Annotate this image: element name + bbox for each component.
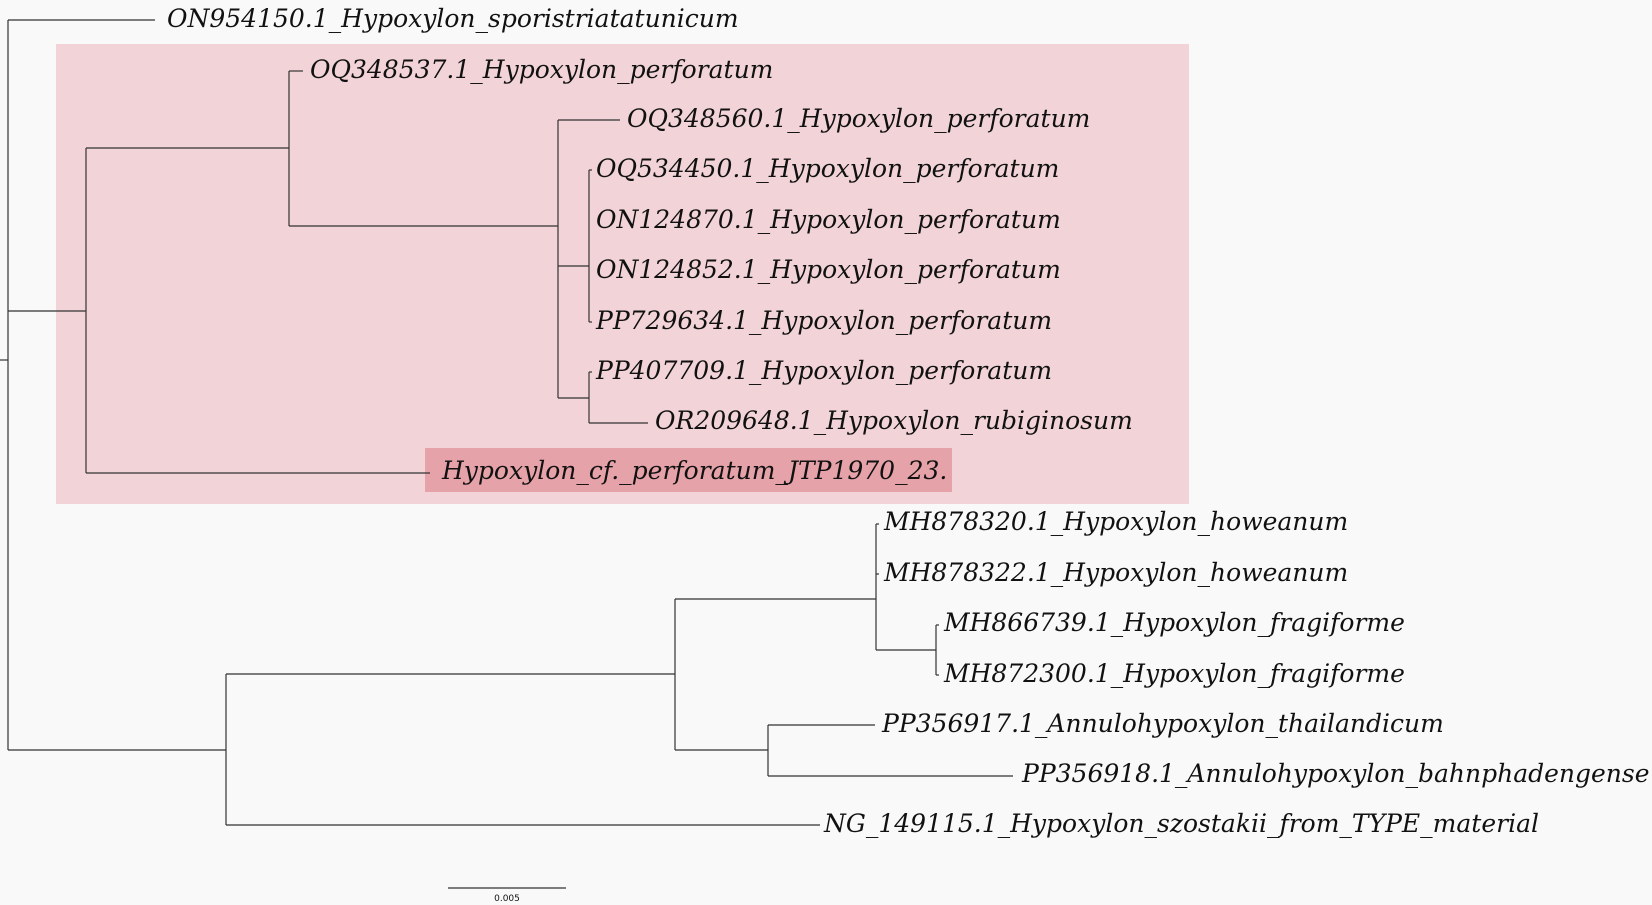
highlight-leaf-background — [425, 448, 952, 492]
scale-bar: 0.005 — [448, 887, 566, 904]
leaf-label: MH872300.1_Hypoxylon_fragiforme — [943, 659, 1405, 688]
leaf-label: OR209648.1_Hypoxylon_rubiginosum — [655, 406, 1133, 435]
leaf-label: NG_149115.1_Hypoxylon_szostakii_from_TYP… — [823, 809, 1539, 838]
leaf-label-highlighted: Hypoxylon_cf._perforatum_JTP1970_23. — [441, 456, 947, 485]
leaf-label: PP356918.1_Annulohypoxylon_bahnphadengen… — [1021, 759, 1650, 788]
leaf-label: PP407709.1_Hypoxylon_perforatum — [595, 356, 1052, 385]
leaf-labels: ON954150.1_Hypoxylon_sporistriatatunicum… — [167, 4, 1650, 838]
leaf-label: MH866739.1_Hypoxylon_fragiforme — [943, 608, 1405, 637]
leaf-label: ON124870.1_Hypoxylon_perforatum — [596, 205, 1061, 234]
leaf-label: MH878320.1_Hypoxylon_howeanum — [883, 507, 1348, 536]
highlight-clade-background — [56, 44, 1189, 504]
leaf-label: PP356917.1_Annulohypoxylon_thailandicum — [881, 709, 1444, 738]
leaf-label: ON124852.1_Hypoxylon_perforatum — [596, 255, 1061, 284]
leaf-label: MH878322.1_Hypoxylon_howeanum — [883, 558, 1348, 587]
tree-branches — [0, 19, 1013, 826]
leaf-label: PP729634.1_Hypoxylon_perforatum — [595, 306, 1052, 335]
leaf-label: ON954150.1_Hypoxylon_sporistriatatunicum — [167, 4, 739, 33]
leaf-label: OQ348537.1_Hypoxylon_perforatum — [310, 55, 773, 84]
leaf-label: OQ534450.1_Hypoxylon_perforatum — [596, 154, 1059, 183]
scale-bar-label: 0.005 — [494, 894, 520, 904]
leaf-label: OQ348560.1_Hypoxylon_perforatum — [627, 104, 1090, 133]
